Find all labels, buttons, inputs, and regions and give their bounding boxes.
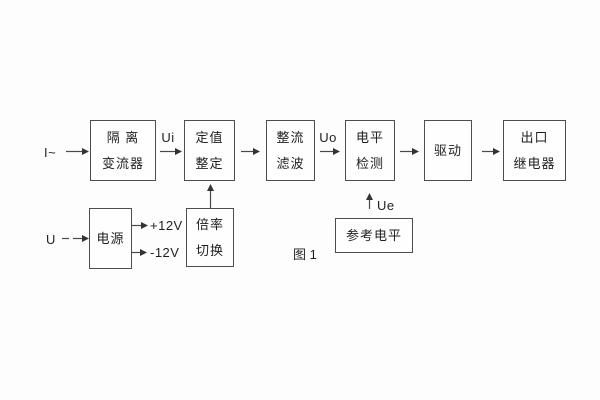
block-drive: 驱动	[424, 120, 472, 181]
block-setting-adjust-line1: 定值	[195, 129, 224, 145]
block-setting-adjust: 定值 整定	[184, 120, 235, 181]
block-isolation-transformer-line1: 隔 离	[106, 129, 140, 145]
block-power-supply-line1: 电源	[96, 230, 125, 246]
block-reference-level: 参考电平	[335, 218, 413, 253]
block-level-detect-line1: 电平	[355, 129, 384, 145]
block-output-relay: 出口 继电器	[503, 120, 566, 181]
signal-input-voltage-label: U	[46, 232, 56, 247]
block-drive-line1: 驱动	[433, 142, 462, 158]
signal-plus12v-label: +12V	[150, 218, 183, 233]
block-ratio-switch-line2: 切换	[195, 242, 224, 258]
signal-ue-label: Ue	[377, 198, 395, 213]
block-rectify-filter: 整流 滤波	[266, 120, 315, 181]
signal-input-current-label: I~	[44, 145, 57, 160]
block-isolation-transformer-line2: 变流器	[101, 155, 144, 171]
block-level-detect: 电平 检测	[345, 120, 395, 181]
block-rectify-filter-line1: 整流	[276, 129, 305, 145]
signal-minus12v-label: -12V	[150, 245, 180, 260]
block-ratio-switch-line1: 倍率	[195, 216, 224, 232]
block-isolation-transformer: 隔 离 变流器	[90, 120, 156, 181]
block-power-supply: 电源	[89, 208, 132, 269]
block-rectify-filter-line2: 滤波	[276, 155, 305, 171]
block-reference-level-line1: 参考电平	[345, 227, 402, 243]
block-output-relay-line2: 继电器	[513, 155, 556, 171]
signal-uo-label: Uo	[319, 130, 337, 145]
block-setting-adjust-line2: 整定	[195, 155, 224, 171]
figure-caption: 图 1	[293, 247, 317, 262]
signal-ui-label: Ui	[161, 130, 175, 145]
block-output-relay-line1: 出口	[520, 129, 549, 145]
block-level-detect-line2: 检测	[355, 155, 384, 171]
block-ratio-switch: 倍率 切换	[186, 208, 234, 267]
